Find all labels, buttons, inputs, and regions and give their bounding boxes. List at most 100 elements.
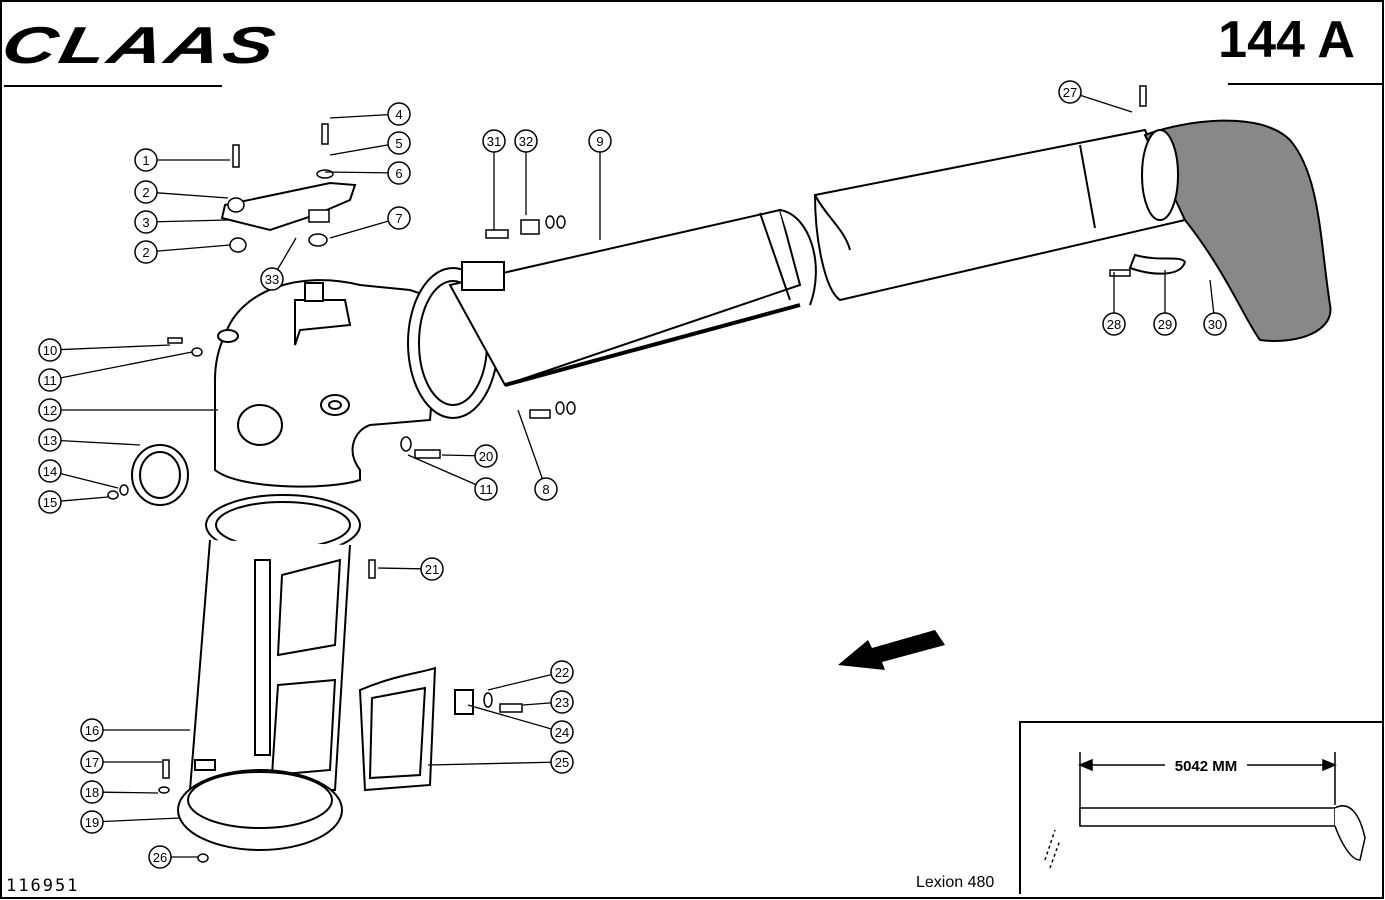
callout-circle (80, 810, 104, 834)
callout-number: 18 (85, 785, 99, 800)
callout-23: 23 (522, 690, 574, 714)
callout-leader (522, 702, 552, 706)
callout-circle (38, 490, 62, 514)
callout-circle (534, 477, 558, 501)
callout-number: 2 (142, 245, 149, 260)
document-number: 116951 (6, 876, 80, 896)
callout-7: 7 (329, 206, 411, 239)
callout-number: 14 (43, 464, 57, 479)
callout-circle (134, 148, 158, 172)
hardware (107, 85, 1147, 863)
callout-number: 12 (43, 403, 57, 418)
callout-15: 15 (38, 490, 109, 514)
callout-13: 13 (38, 428, 141, 452)
callout-leader (60, 344, 171, 351)
callout-1: 1 (134, 148, 230, 172)
callout-circle (134, 210, 158, 234)
callout-leader (441, 454, 476, 457)
callout-leader (60, 439, 141, 446)
callout-circle (38, 428, 62, 452)
callout-circle (38, 338, 62, 362)
callout-number: 24 (555, 725, 569, 740)
callout-number: 28 (1107, 317, 1121, 332)
callout-number: 30 (1208, 317, 1222, 332)
callout-leader (329, 220, 389, 239)
callout-6: 6 (324, 161, 411, 185)
callout-leader (1080, 94, 1133, 113)
callout-9: 9 (588, 129, 612, 240)
callout-leader (487, 673, 552, 691)
callout-leader (1209, 279, 1215, 314)
callout-circle (550, 660, 574, 684)
callout-12: 12 (38, 398, 218, 422)
clamp-ring-13 (131, 444, 189, 506)
callout-leader (156, 192, 229, 199)
elbow-pipe-12 (214, 279, 442, 488)
callout-circle (38, 459, 62, 483)
callout-leader (324, 171, 389, 174)
callout-number: 16 (85, 723, 99, 738)
callout-circle (80, 750, 104, 774)
callout-number: 7 (395, 211, 402, 226)
callout-circle (482, 129, 506, 153)
callout-leader (102, 791, 159, 794)
callout-31: 31 (482, 129, 506, 230)
callout-24: 24 (467, 704, 574, 744)
callout-18: 18 (80, 780, 159, 804)
callout-number: 31 (487, 134, 501, 149)
callout-leader (329, 144, 389, 156)
callout-circle (387, 161, 411, 185)
callout-circle (80, 718, 104, 742)
callout-circle (474, 444, 498, 468)
callout-11: 11 (38, 351, 193, 392)
callout-circle (148, 845, 172, 869)
callout-leader (427, 761, 552, 766)
callout-number: 19 (85, 815, 99, 830)
callout-27: 27 (1058, 80, 1133, 113)
callout-leader (407, 454, 477, 486)
callout-leader (60, 473, 119, 489)
callout-22: 22 (487, 660, 574, 691)
callout-circle (588, 129, 612, 153)
callout-leader (377, 567, 422, 570)
callout-33: 33 (260, 237, 297, 291)
callout-17: 17 (80, 750, 162, 774)
callout-21: 21 (377, 557, 444, 581)
callout-circle (1102, 312, 1126, 336)
callout-leader (156, 244, 231, 252)
callout-leader (467, 704, 552, 730)
callout-circle (1058, 80, 1082, 104)
dimension-inset (1019, 721, 1383, 894)
callout-11: 11 (407, 454, 498, 501)
callout-circle (550, 720, 574, 744)
callout-number: 8 (542, 482, 549, 497)
callout-number: 17 (85, 755, 99, 770)
callout-circle (134, 180, 158, 204)
callout-10: 10 (38, 338, 171, 362)
callout-number: 11 (43, 373, 57, 388)
callout-29: 29 (1153, 270, 1177, 336)
callout-number: 9 (596, 134, 603, 149)
upright-tube-16 (188, 494, 361, 791)
callout-circle (134, 240, 158, 264)
callout-number: 2 (142, 185, 149, 200)
callout-number: 27 (1063, 85, 1077, 100)
page-code: 144 A (1218, 11, 1355, 69)
callout-number: 26 (153, 850, 167, 865)
callout-2: 2 (134, 180, 229, 204)
bracket-3 (220, 181, 357, 232)
callout-leader (276, 237, 297, 270)
callout-leader (329, 113, 389, 119)
callout-leader (60, 351, 193, 379)
callout-26: 26 (148, 845, 198, 869)
callout-2: 2 (134, 240, 231, 264)
cover-plate-25 (358, 666, 474, 792)
callout-8: 8 (517, 409, 558, 501)
callout-number: 11 (479, 482, 493, 497)
callout-number: 1 (142, 153, 149, 168)
callout-circle (387, 206, 411, 230)
discharge-tube-9 (448, 208, 817, 387)
callout-number: 33 (265, 272, 279, 287)
callout-leader (60, 496, 109, 502)
